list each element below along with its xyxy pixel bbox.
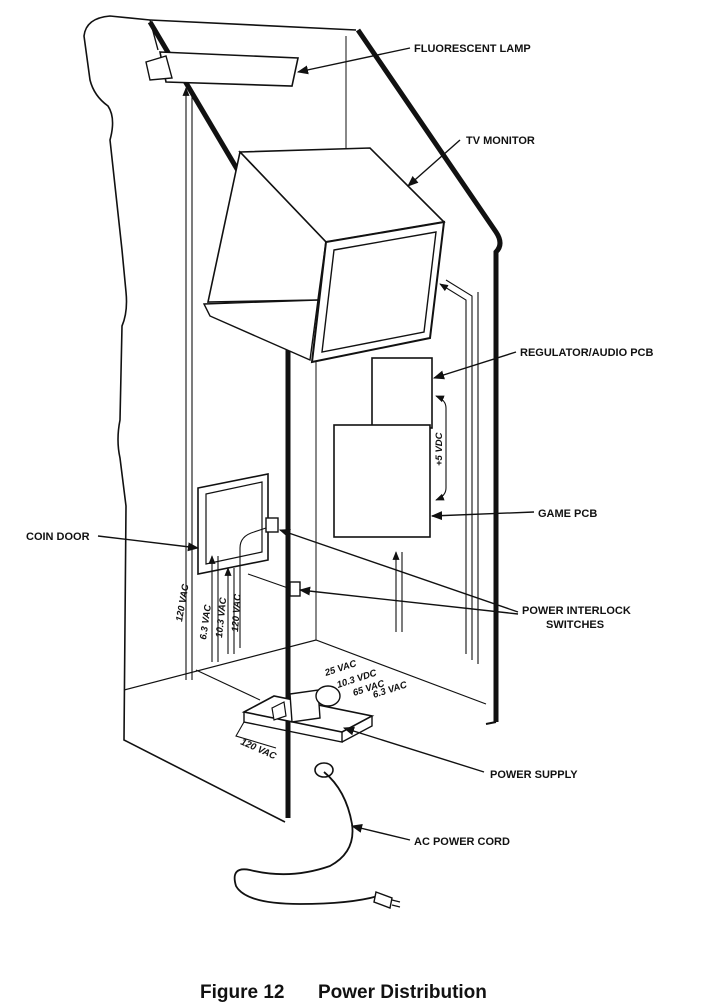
leader-lines (97, 47, 535, 841)
label-tv-monitor: TV MONITOR (466, 135, 535, 147)
figure-title: Power Distribution (318, 982, 487, 1003)
tv-monitor (202, 147, 446, 364)
ac-power-cord (233, 762, 401, 909)
label-game-pcb: GAME PCB (538, 508, 597, 520)
figure-number: Figure 12 (200, 982, 284, 1003)
cabinet-top (149, 19, 357, 31)
cabinet-side-panel (83, 15, 286, 823)
cabinet-rear-corner (485, 721, 497, 725)
label-power-supply: POWER SUPPLY (490, 769, 578, 781)
power-wiring (182, 87, 479, 749)
coin-door (197, 473, 269, 575)
voltage-120vac-bottom: 120 VAC (239, 737, 278, 762)
voltage-120vac-left: 120 VAC (174, 583, 191, 622)
interlock-switch-upper (265, 517, 279, 533)
label-power-interlock: POWER INTERLOCK (522, 605, 631, 617)
power-supply (241, 685, 375, 743)
voltage-5vdc: +5 VDC (434, 432, 445, 466)
label-regulator-audio-pcb: REGULATOR/AUDIO PCB (520, 347, 653, 359)
label-coin-door: COIN DOOR (26, 531, 90, 543)
voltage-10-3vac-left: 10.3 VAC (214, 597, 229, 639)
interlock-switch-lower (289, 581, 301, 597)
game-pcb (333, 424, 431, 538)
label-ac-power-cord: AC POWER CORD (414, 836, 510, 848)
voltage-6-3vac-left: 6.3 VAC (198, 604, 214, 641)
fluorescent-lamp (145, 51, 299, 87)
regulator-audio-pcb (371, 357, 433, 429)
label-interlock-switches: SWITCHES (546, 619, 604, 631)
label-fluorescent-lamp: FLUORESCENT LAMP (414, 43, 531, 55)
voltage-120vac-inner: 120 VAC (230, 594, 244, 633)
cabinet-rear-edge (355, 28, 503, 722)
